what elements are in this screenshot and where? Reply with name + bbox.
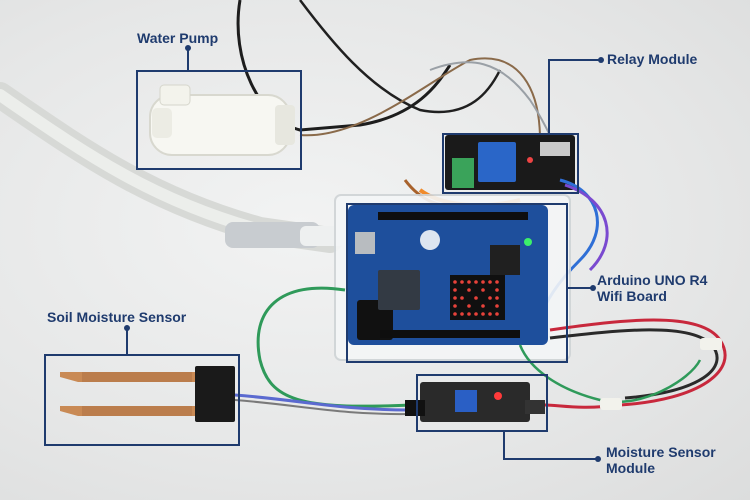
tube-fitting bbox=[225, 222, 320, 248]
label-relay-module: Relay Module bbox=[607, 51, 698, 67]
red-wire bbox=[544, 318, 727, 409]
label-module-line-2: Module bbox=[606, 460, 655, 476]
label-soil-moisture-sensor: Soil Moisture Sensor bbox=[47, 309, 187, 325]
relay-module bbox=[445, 135, 575, 190]
label-arduino-line-2: Wifi Board bbox=[597, 288, 667, 304]
box-arduino-board bbox=[346, 203, 568, 363]
leader-relay-v bbox=[548, 59, 550, 133]
label-module-line-1: Moisture Sensor bbox=[606, 444, 716, 460]
label-arduino-line-1: Arduino UNO R4 bbox=[597, 272, 708, 288]
leader-dot-relay bbox=[598, 57, 604, 63]
pump-wire-black bbox=[236, 0, 452, 132]
box-relay-module bbox=[442, 133, 579, 194]
box-soil-moisture-sensor bbox=[44, 354, 240, 446]
leader-relay-h bbox=[548, 59, 600, 61]
box-water-pump bbox=[136, 70, 302, 170]
leader-module-v bbox=[503, 432, 505, 460]
label-arduino-board: Arduino UNO R4 Wifi Board bbox=[597, 272, 707, 304]
leader-dot-soil-sensor bbox=[124, 325, 130, 331]
moisture-sensor-module bbox=[405, 382, 545, 422]
leader-soil-sensor bbox=[126, 328, 128, 354]
label-water-pump: Water Pump bbox=[137, 30, 219, 46]
soil-moisture-probe bbox=[60, 366, 235, 422]
led-matrix bbox=[453, 280, 499, 316]
leader-arduino bbox=[566, 287, 592, 289]
water-pump bbox=[149, 84, 295, 156]
leader-water-pump bbox=[187, 48, 189, 70]
leader-dot-module bbox=[595, 456, 601, 462]
leader-dot-water-pump bbox=[185, 45, 191, 51]
box-moisture-sensor-module bbox=[416, 374, 548, 432]
leader-module-h bbox=[503, 458, 597, 460]
leader-dot-arduino bbox=[590, 285, 596, 291]
label-moisture-sensor-module: Moisture Sensor Module bbox=[606, 444, 716, 476]
